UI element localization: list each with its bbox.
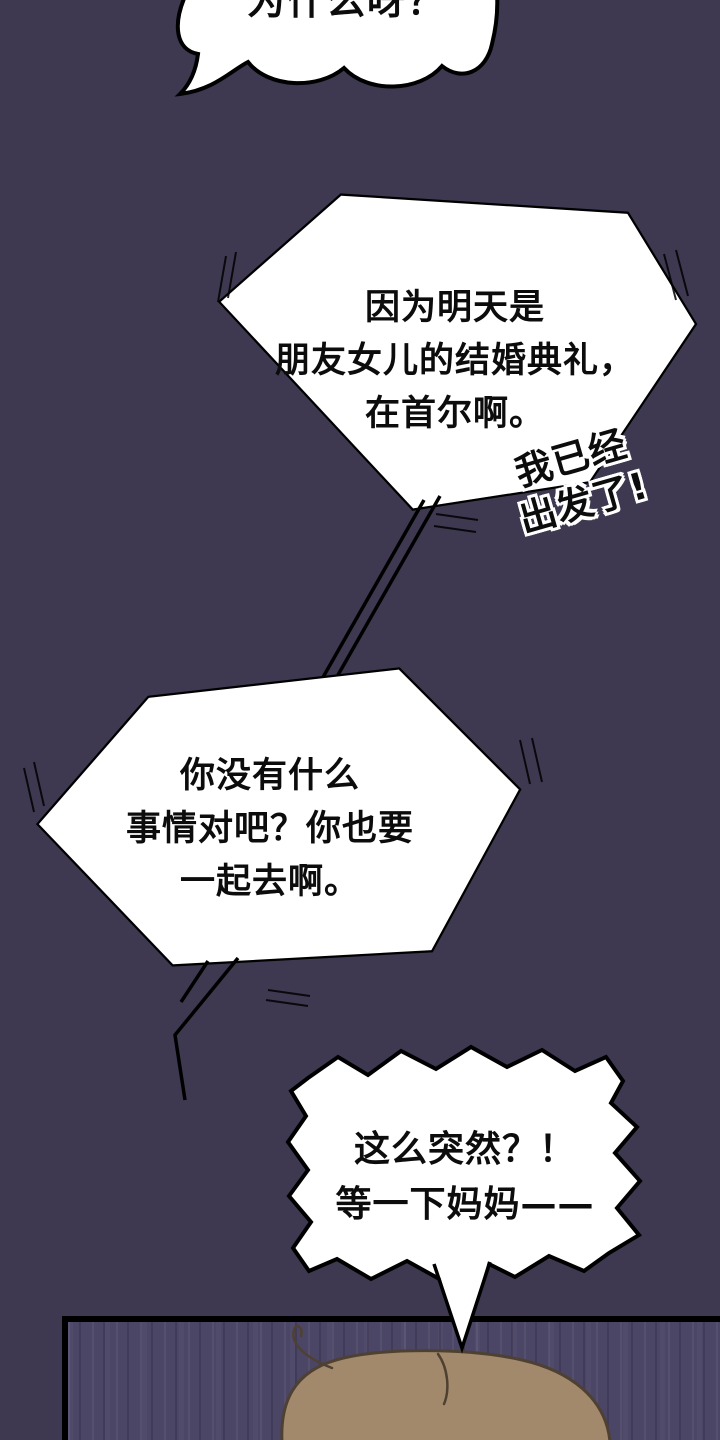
text-line: 等一下妈妈——: [335, 1184, 595, 1225]
text-line: 在首尔啊。: [364, 394, 545, 434]
text-line: 为什么呀？: [222, 0, 472, 19]
phone-bubble-2-text: 你没有什么 事情对吧？你也要 一起去啊。: [60, 750, 480, 909]
text-line: 一起去啊。: [179, 862, 360, 902]
text-line: 这么突然？！: [353, 1129, 576, 1170]
text-line: 朋友女儿的结婚典礼，: [274, 341, 635, 381]
top-bubble-text: 为什么呀？: [222, 0, 472, 19]
text-line: 因为明天是: [364, 288, 545, 328]
phone-bubble-2-tail: [173, 956, 240, 1101]
phone-connector-lines: [316, 495, 442, 687]
bottom-panel: [62, 1316, 720, 1440]
text-line: 你没有什么: [179, 756, 360, 796]
text-line: 事情对吧？你也要: [125, 809, 414, 849]
burst-bubble-text: 这么突然？！ 等一下妈妈——: [295, 1122, 635, 1232]
phone-bubble-1-text: 因为明天是 朋友女儿的结婚典礼， 在首尔啊。: [155, 282, 720, 441]
